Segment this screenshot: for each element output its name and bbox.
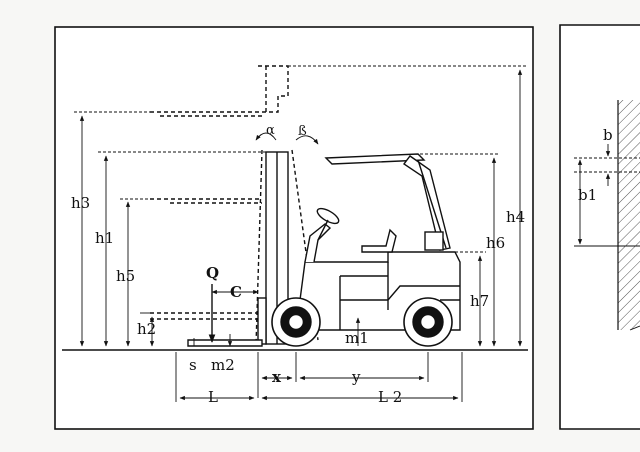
label-b: b	[603, 126, 613, 144]
label-y: y	[351, 368, 361, 386]
label-beta: ß	[298, 124, 307, 139]
label-l: L	[208, 388, 218, 406]
main-panel-frame	[54, 26, 534, 430]
label-s: s	[189, 356, 197, 374]
fork-carriage	[257, 297, 267, 345]
forklift-drawing	[150, 65, 461, 347]
label-h5: h5	[116, 267, 135, 285]
label-m1: m1	[345, 329, 369, 347]
steering-wheel	[316, 207, 340, 225]
label-h6: h6	[486, 234, 505, 252]
label-m2: m2	[211, 356, 235, 374]
label-h1: h1	[95, 229, 114, 247]
label-h7: h7	[470, 292, 489, 310]
label-h4: h4	[506, 208, 525, 226]
overhead-guard	[324, 153, 426, 165]
label-b1: b1	[578, 186, 597, 204]
detail-fork-profile	[574, 100, 640, 331]
raised-fork-tine	[150, 111, 266, 117]
low-fork-tine	[150, 312, 262, 320]
mid-fork-tine	[150, 198, 262, 204]
ground-fork	[187, 339, 263, 347]
label-x: x	[272, 368, 282, 386]
seat	[361, 228, 397, 253]
label-q: Q	[206, 264, 219, 282]
dimension-lines	[74, 65, 526, 402]
label-h3: h3	[71, 194, 90, 212]
label-l2: L 2	[378, 388, 402, 406]
label-alpha: α	[266, 123, 275, 138]
label-h2: h2	[137, 320, 156, 338]
label-c: C	[230, 283, 242, 301]
